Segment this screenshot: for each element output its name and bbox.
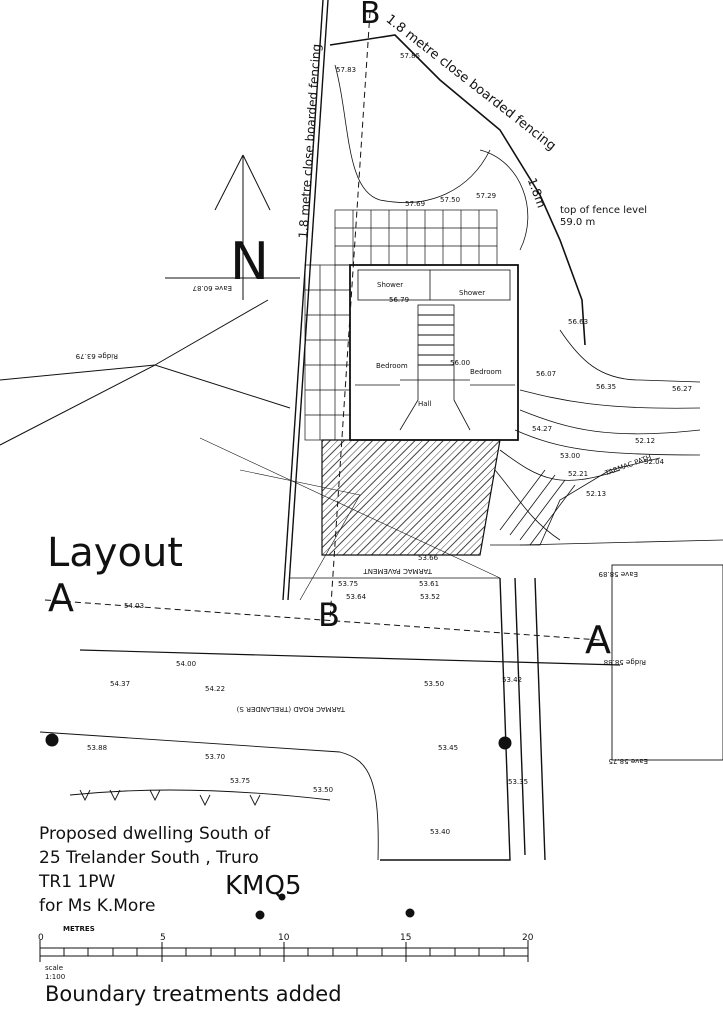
neighbour-roof-outline	[0, 277, 300, 446]
spot-level: 53.45	[438, 744, 459, 752]
spot-level: 54.22	[205, 685, 226, 693]
section-mark-b-bottom: B	[318, 596, 340, 634]
spot-level: 57.29	[476, 192, 497, 200]
spot-level: 53.61	[419, 580, 440, 588]
spot-level: 54.37	[110, 680, 131, 688]
spot-level: 56.27	[672, 385, 693, 393]
ridge-label: Ridge 58.88	[603, 658, 646, 666]
room-bedroom-right: Bedroom	[470, 368, 502, 376]
project-line-3: TR1 1PW	[39, 872, 116, 892]
survey-lines	[199, 437, 501, 601]
spot-level: 53.70	[205, 753, 226, 761]
scale-tick: 15	[400, 933, 412, 943]
spot-level: 57.69	[405, 200, 426, 208]
scale-bar	[39, 940, 529, 962]
spot-level: 54.00	[176, 660, 197, 668]
section-line-a	[44, 599, 601, 641]
spot-level: 54.03	[124, 602, 145, 610]
road-edges	[39, 539, 723, 861]
spot-level: 53.42	[502, 676, 523, 684]
neighbour-building-right	[611, 564, 723, 761]
section-mark-a-right: A	[585, 618, 611, 662]
revision-note: Boundary treatments added	[45, 982, 342, 1006]
spot-level: 53.75	[338, 580, 359, 588]
room-bedroom-left: Bedroom	[376, 362, 408, 370]
scale-bar-heading: METRES	[63, 925, 95, 933]
spot-level: 52.04	[644, 458, 665, 466]
spot-level: 52.13	[586, 490, 607, 498]
room-hall: Hall	[418, 400, 432, 408]
section-mark-a-left: A	[48, 576, 74, 620]
spot-level: 57.50	[440, 196, 461, 204]
tarmac-road-label: TARMAC ROAD (TRELANDER S)	[236, 705, 345, 713]
project-line-2: 25 Trelander South , Truro	[39, 848, 259, 868]
spot-level: 53.40	[430, 828, 451, 836]
scale-tick: 5	[160, 933, 166, 943]
top-right-fence	[329, 34, 586, 346]
kerb-markers	[69, 789, 331, 807]
project-line-1: Proposed dwelling South of	[39, 824, 271, 844]
tarmac-pavement-label: TARMAC PAVEMENT	[363, 567, 432, 575]
spot-level: 53.52	[420, 593, 441, 601]
spot-level: 57.83	[336, 66, 357, 74]
spot-level: 54.27	[532, 425, 553, 433]
ridge-label: Ridge 63.79	[75, 352, 118, 360]
north-marker: N	[230, 232, 269, 292]
terrace-grid	[334, 209, 498, 266]
spot-level: 53.64	[346, 593, 367, 601]
spot-level: 53.00	[560, 452, 581, 460]
room-shower-left: Shower	[377, 281, 404, 289]
spot-level: 52.12	[635, 437, 656, 445]
room-shower-right: Shower	[459, 289, 486, 297]
spot-level: 56.63	[568, 318, 589, 326]
fence-level-note-2: 59.0 m	[560, 217, 596, 228]
spot-level: 52.21	[568, 470, 589, 478]
spot-level: 56.07	[536, 370, 557, 378]
section-mark-b-top: B	[360, 0, 381, 31]
site-boundary	[380, 577, 546, 861]
spot-level: 53.35	[508, 778, 529, 786]
scale-tick: 20	[522, 933, 534, 943]
spot-level: 53.88	[87, 744, 108, 752]
room-level: 56.00	[450, 359, 471, 367]
eave-label: Eave 58.89	[598, 570, 638, 578]
spot-level: 56.79	[389, 296, 410, 304]
spot-level: 57.85	[400, 52, 421, 60]
manhole-symbols	[45, 733, 512, 750]
fence-level-note-1: top of fence level	[560, 205, 648, 216]
spot-level: 53.50	[424, 680, 445, 688]
scale-note-label: scale	[45, 964, 64, 972]
eave-label: Eave 60.87	[192, 284, 232, 292]
spot-level: 53.75	[230, 777, 251, 785]
north-arrow	[214, 154, 271, 300]
layout-title: Layout	[47, 530, 183, 576]
drawing-reference: KMQ5	[225, 871, 302, 901]
scale-note-value: 1:100	[45, 973, 66, 981]
scale-tick: 10	[278, 933, 290, 943]
left-boundary-fence	[282, 0, 329, 601]
scale-tick: 0	[38, 933, 44, 943]
house-footprint	[349, 264, 519, 441]
reference-dots	[255, 893, 415, 920]
eave-label: Eave 58.75	[608, 757, 648, 765]
spot-level: 53.50	[313, 786, 334, 794]
project-line-4: for Ms K.More	[39, 896, 156, 916]
block-paving-area	[321, 439, 501, 556]
spot-level: 53.66	[418, 554, 439, 562]
spot-level: 56.35	[596, 383, 617, 391]
section-line-b	[329, 11, 371, 621]
